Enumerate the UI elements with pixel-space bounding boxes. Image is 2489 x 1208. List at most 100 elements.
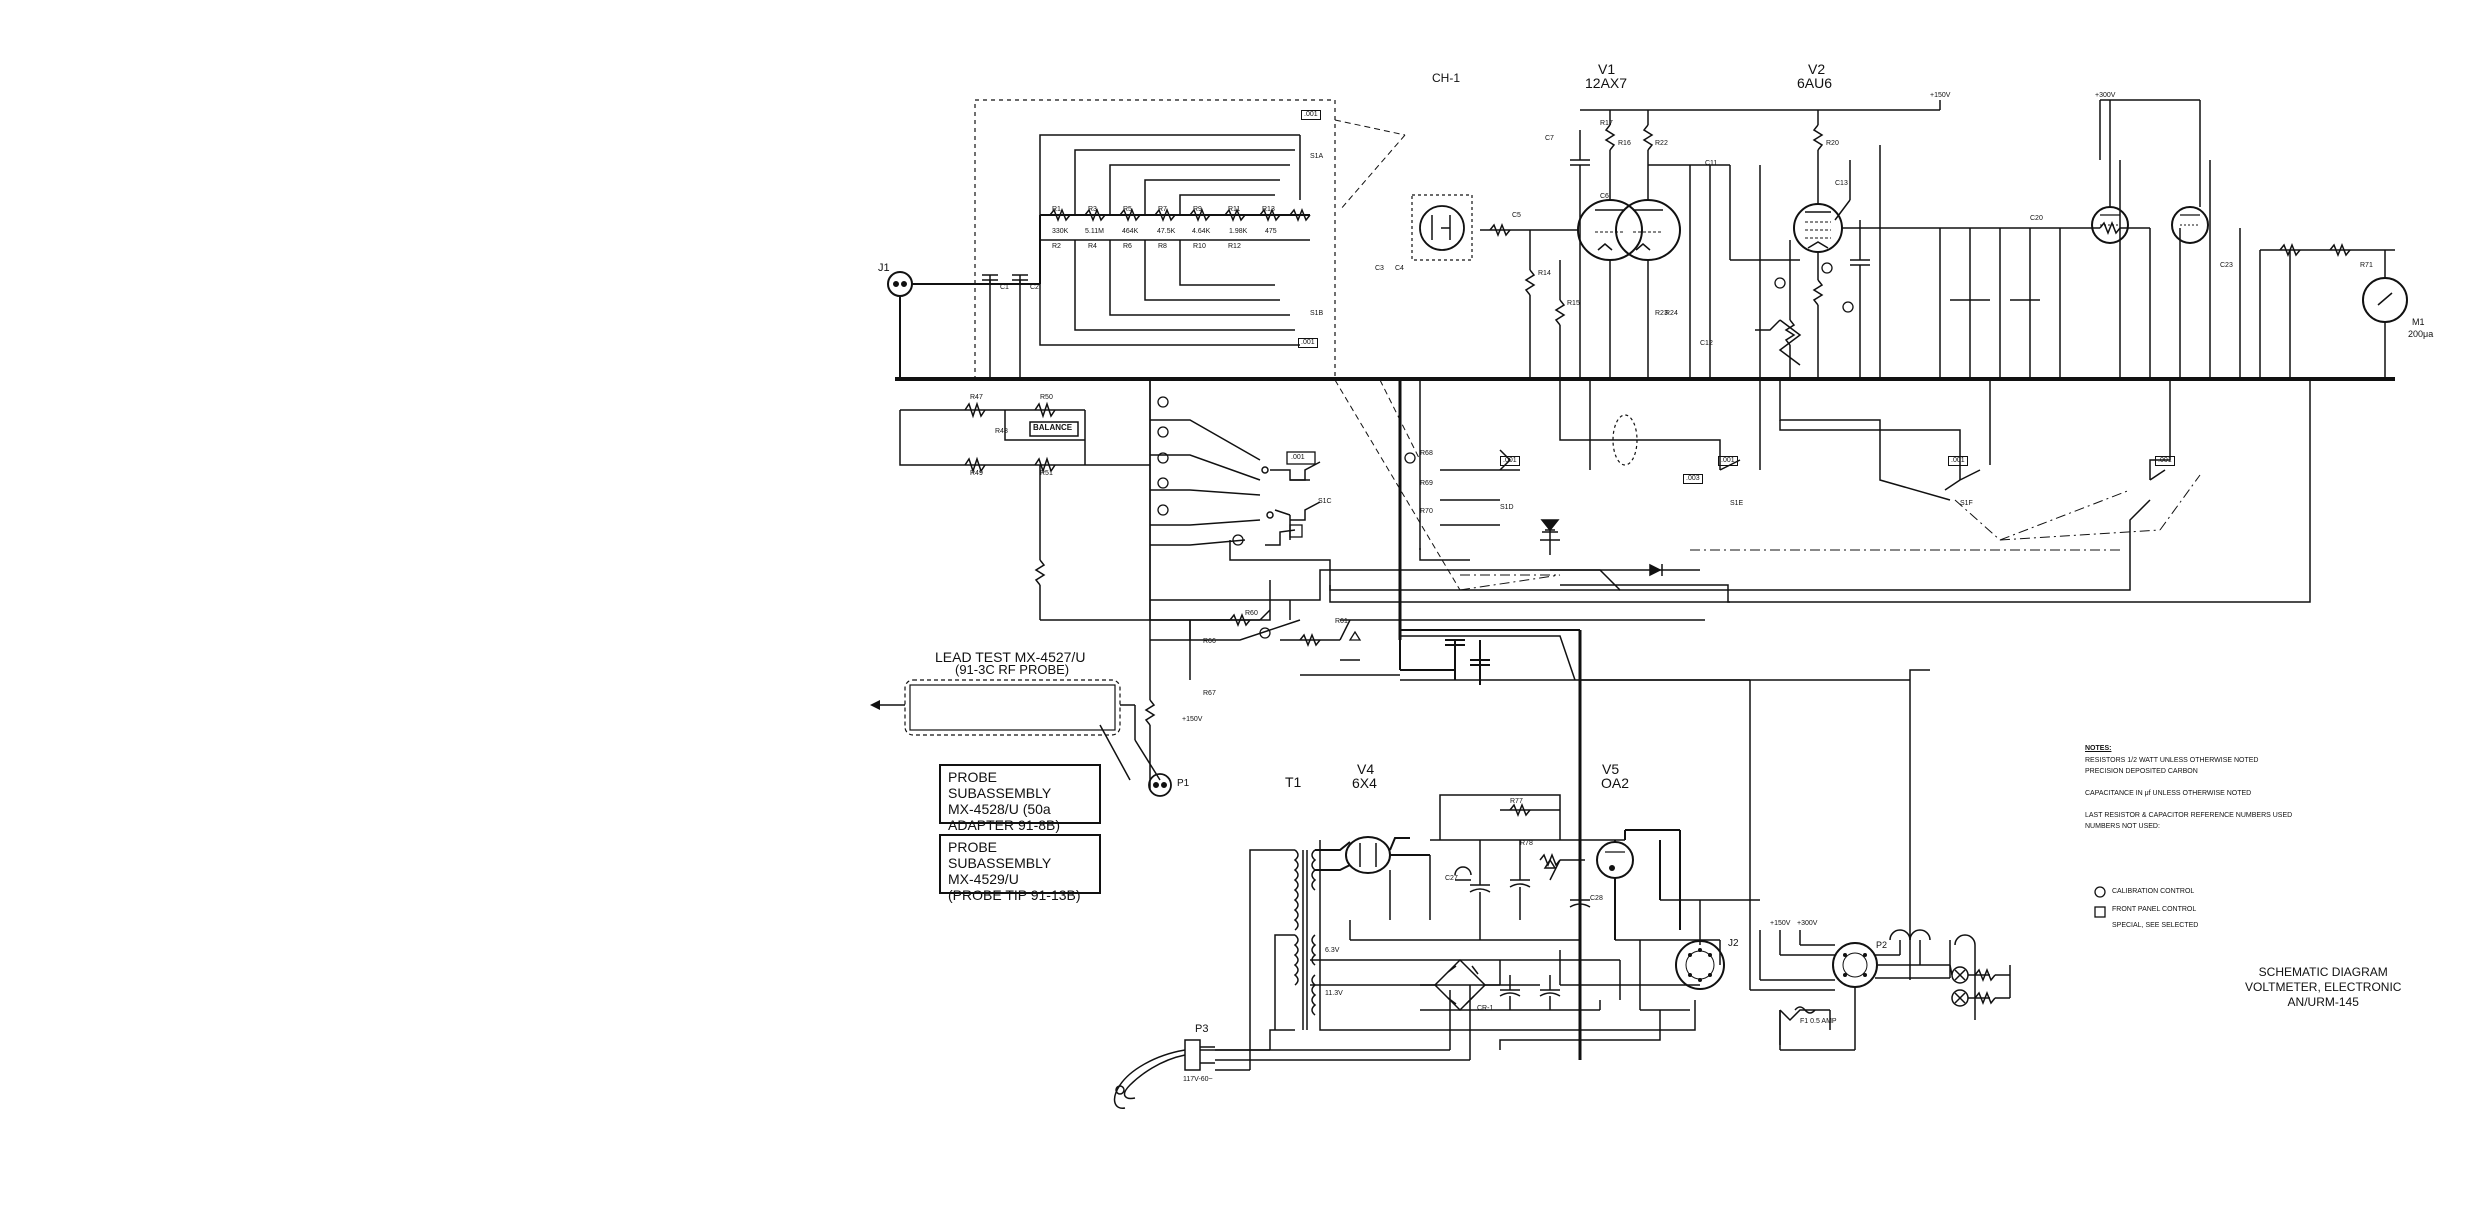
probe-mx4528-line2: MX-4528/U (50a: [948, 801, 1051, 818]
probe-mx4528-line1: PROBE SUBASSEMBLY: [948, 769, 1052, 802]
label-r49: R49: [970, 470, 983, 477]
supply-frame: [1319, 840, 1696, 1031]
label-c13: C13: [1835, 180, 1848, 187]
v1-type-label: 12AX7: [1585, 75, 1628, 91]
v1-tube: [1577, 199, 1681, 261]
value-5-11m: 5.11M: [1085, 228, 1104, 235]
divider-resistors: [1049, 207, 1311, 223]
value-475: 475: [1265, 228, 1277, 235]
label-r23: R23: [1655, 310, 1668, 317]
label-s1d: S1D: [1500, 504, 1514, 511]
v2-network: [1755, 100, 1941, 379]
label-c3: C3: [1375, 265, 1384, 272]
label-fuse: F1 0.5 AMP: [1800, 1018, 1837, 1025]
v4-type-label: 6X4: [1352, 775, 1377, 791]
label-r70: R70: [1420, 508, 1433, 515]
lead-test-subtitle: (91-3C RF PROBE): [955, 662, 1070, 677]
notes-heading: NOTES:: [2085, 745, 2112, 752]
label-r47: R47: [970, 394, 983, 401]
title-block: SCHEMATIC DIAGRAM VOLTMETER, ELECTRONIC …: [2245, 965, 2401, 1010]
probe-mx4529-line1: PROBE SUBASSEMBLY: [948, 839, 1052, 872]
label-c27: C27: [1445, 875, 1458, 882]
j1-connector: [887, 271, 913, 297]
switch-003: .003: [1683, 474, 1703, 484]
switch-tap-5-a: [1289, 524, 1303, 538]
v4-name-label: V4: [1357, 761, 1375, 777]
filter-caps-low: [1420, 975, 1601, 1011]
label-r66: R66: [1203, 638, 1216, 645]
label-r17: R17: [1600, 120, 1613, 127]
v1-plate-network: [1480, 109, 1940, 470]
supply-150-top: +150V: [1930, 92, 1951, 99]
label-r77: R77: [1510, 798, 1523, 805]
label-s1e: S1E: [1730, 500, 1744, 507]
t1-transformer: [1293, 849, 1317, 1030]
label-r7: R7: [1158, 206, 1167, 213]
label-cr1: CR-1: [1477, 1005, 1494, 1012]
probe-mx4528-label: PROBE SUBASSEMBLY MX-4528/U (50a ADAPTER…: [942, 766, 1096, 836]
ch1-shield: [1411, 194, 1473, 261]
supply-300: +300V: [2095, 92, 2116, 99]
pilot-lamps: [1949, 964, 2011, 1007]
range-switch-taps-upper: [1039, 134, 1301, 215]
s1-wipers[interactable]: [1265, 461, 1321, 546]
ch1-envelope: [1419, 205, 1465, 251]
probe-mx4528-box: [939, 764, 1101, 824]
switch-001-s1e: .001: [1718, 456, 1738, 466]
output-network: [1940, 100, 2395, 379]
supply-300-p2: +300V: [1797, 920, 1818, 927]
v4-rectifier: [1315, 836, 1430, 874]
j2-connector: [1675, 940, 1725, 990]
line-voltage: 117V-60~: [1183, 1076, 1213, 1083]
label-r14: R14: [1538, 270, 1551, 277]
meter-m1: [2362, 277, 2408, 323]
calibration-symbol: [2094, 886, 2106, 898]
calibration-markers: [1157, 262, 1854, 639]
v2-tube: [1793, 203, 1843, 253]
dashed-projection: [1334, 119, 1461, 591]
p2-label: P2: [1876, 940, 1888, 950]
primary-leads: [1200, 849, 1471, 1071]
label-c11: C11: [1705, 160, 1718, 167]
v5-regulator: [1596, 829, 1681, 940]
p2-wiring: [1580, 679, 1976, 1051]
label-c1: C1: [1000, 284, 1009, 291]
range-ladder: [1144, 380, 1620, 790]
label-r78: R78: [1520, 840, 1533, 847]
v5-name-label: V5: [1602, 761, 1620, 777]
note-3: CAPACITANCE IN μf UNLESS OTHERWISE NOTED: [2085, 790, 2252, 798]
switch-001-top: .001: [1301, 110, 1321, 120]
attenuator-shield: [974, 99, 1336, 381]
label-r69: R69: [1420, 480, 1433, 487]
v2-name-label: V2: [1808, 61, 1826, 77]
value-464k: 464K: [1122, 228, 1139, 235]
note-1: RESISTORS 1/2 WATT UNLESS OTHERWISE NOTE…: [2085, 756, 2259, 764]
label-r71: R71: [2360, 262, 2373, 269]
label-6-3v: 6.3V: [1325, 947, 1340, 954]
value-4-64k: 4.64K: [1192, 228, 1211, 235]
balance-control-box[interactable]: [1029, 421, 1079, 437]
label-r8: R8: [1158, 243, 1167, 250]
supply-150-left: +150V: [1182, 716, 1203, 723]
probe-mx4528-line3: ADAPTER 91-8B): [948, 817, 1061, 834]
label-c4: C4: [1395, 265, 1404, 272]
switch-linkage: [1459, 474, 2201, 591]
value-47-5k: 47.5K: [1157, 228, 1176, 235]
m1-value-label: 200μa: [2408, 329, 2434, 339]
label-r48: R48: [995, 428, 1008, 435]
label-r61: R61: [1335, 618, 1348, 625]
p1-connector: [1148, 773, 1172, 797]
balance-network: [899, 379, 1230, 621]
label-r12: R12: [1228, 243, 1241, 250]
label-c28: C28: [1590, 895, 1603, 902]
label-s1b: S1B: [1310, 310, 1324, 317]
p1-label: P1: [1177, 778, 1190, 789]
label-c23: C23: [2220, 262, 2233, 269]
label-r60: R60: [1245, 610, 1258, 617]
diodes-feedback: [1540, 519, 1663, 577]
title-line1: SCHEMATIC DIAGRAM: [2258, 965, 2388, 979]
label-c5: C5: [1512, 212, 1521, 219]
note-2: PRECISION DEPOSITED CARBON: [2085, 768, 2198, 776]
v2-type-label: 6AU6: [1797, 75, 1833, 91]
